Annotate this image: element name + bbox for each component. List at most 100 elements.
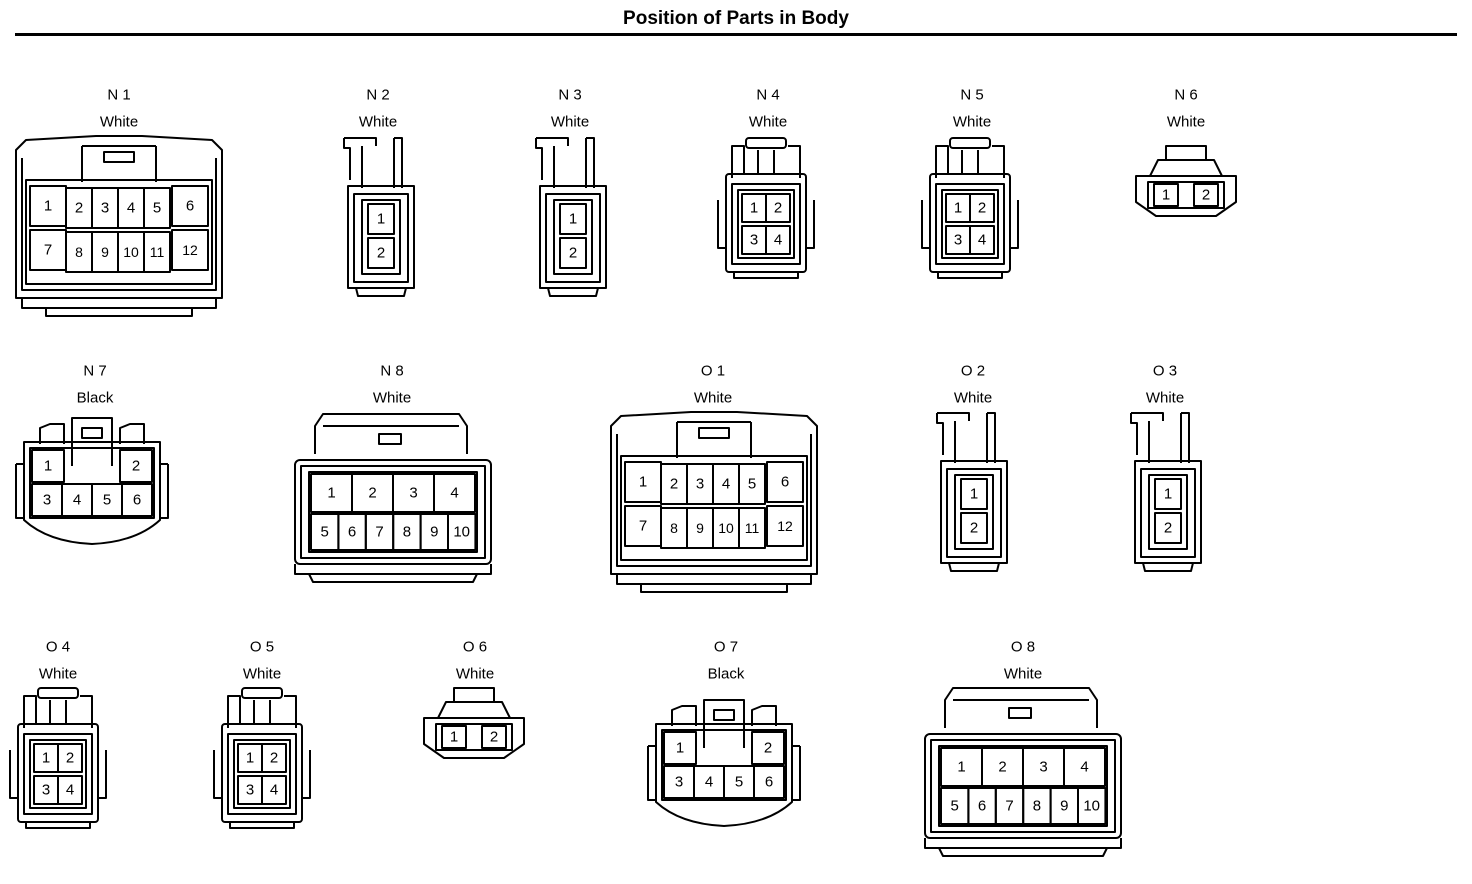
pin-number: 3 — [101, 200, 109, 217]
pin-number: 4 — [1080, 759, 1088, 776]
pin-number: 7 — [639, 518, 647, 535]
pin-number: 6 — [186, 198, 194, 215]
connector-color: White — [100, 114, 138, 131]
pin-number: 6 — [765, 774, 773, 791]
pin-number: 2 — [569, 245, 577, 262]
connector-color: White — [373, 390, 411, 407]
pin-number: 10 — [1083, 798, 1100, 815]
pin-number: 1 — [42, 750, 50, 767]
pin-number: 3 — [675, 774, 683, 791]
pin-number: 10 — [453, 524, 470, 541]
connector-color: White — [954, 390, 992, 407]
pin-number: 5 — [321, 524, 329, 541]
pin-number: 3 — [43, 492, 51, 509]
connector-id: O 6 — [463, 639, 487, 656]
pin-number: 2 — [377, 245, 385, 262]
pin-number: 2 — [66, 750, 74, 767]
pin-number: 4 — [73, 492, 81, 509]
pin-number: 4 — [270, 782, 278, 799]
connector-color: White — [749, 114, 787, 131]
connector-id: O 2 — [961, 363, 985, 380]
page-title: Position of Parts in Body — [623, 8, 849, 29]
connector-color: White — [1167, 114, 1205, 131]
pin-number: 11 — [150, 244, 165, 260]
pin-number: 2 — [132, 458, 140, 475]
connector-id: O 7 — [714, 639, 738, 656]
pin-number: 5 — [748, 476, 756, 493]
connector-id: O 3 — [1153, 363, 1177, 380]
connector-color: White — [39, 666, 77, 683]
connector-color: White — [1146, 390, 1184, 407]
pin-number: 2 — [1202, 187, 1210, 204]
pin-number: 7 — [44, 242, 52, 259]
connector-id: O 5 — [250, 639, 274, 656]
pin-number: 4 — [705, 774, 713, 791]
connector-color: Black — [77, 390, 114, 407]
pin-number: 1 — [957, 759, 965, 776]
pin-number: 10 — [718, 520, 734, 536]
pin-number: 10 — [123, 244, 139, 260]
pin-number: 1 — [954, 200, 962, 217]
pin-number: 3 — [42, 782, 50, 799]
pin-number: 1 — [377, 211, 385, 228]
pin-number: 2 — [1164, 520, 1172, 537]
pin-number: 1 — [676, 740, 684, 757]
connector-color: White — [1004, 666, 1042, 683]
pin-number: 1 — [44, 458, 52, 475]
pin-number: 1 — [970, 486, 978, 503]
pin-number: 5 — [103, 492, 111, 509]
pin-number: 4 — [978, 232, 986, 249]
connector-id: N 3 — [558, 87, 581, 104]
pin-number: 6 — [781, 474, 789, 491]
connector-color: White — [359, 114, 397, 131]
pin-number: 1 — [1162, 187, 1170, 204]
pin-number: 4 — [66, 782, 74, 799]
pin-number: 9 — [1060, 798, 1068, 815]
pin-number: 1 — [327, 485, 335, 502]
connector-color: White — [694, 390, 732, 407]
pin-number: 8 — [670, 520, 678, 536]
pin-number: 1 — [1164, 486, 1172, 503]
pin-number: 1 — [639, 474, 647, 491]
pin-number: 1 — [450, 729, 458, 746]
pin-number: 1 — [246, 750, 254, 767]
pin-number: 8 — [75, 244, 83, 260]
pin-number: 12 — [777, 518, 793, 534]
pin-number: 12 — [182, 242, 198, 258]
pin-number: 4 — [722, 476, 730, 493]
pin-number: 3 — [696, 476, 704, 493]
connector-id: N 5 — [960, 87, 983, 104]
connector-color: White — [456, 666, 494, 683]
pin-number: 4 — [127, 200, 135, 217]
pin-number: 8 — [1033, 798, 1041, 815]
connector-id: O 1 — [701, 363, 725, 380]
connector-color: Black — [708, 666, 745, 683]
pin-number: 8 — [403, 524, 411, 541]
pin-number: 9 — [430, 524, 438, 541]
connector-id: O 4 — [46, 639, 70, 656]
pin-number: 2 — [75, 200, 83, 217]
connector-o7: O 7 Black 1 2 3 4 5 6 — [647, 639, 801, 827]
pin-number: 5 — [735, 774, 743, 791]
pin-number: 6 — [133, 492, 141, 509]
connector-color: White — [953, 114, 991, 131]
connector-id: N 8 — [380, 363, 403, 380]
pin-number: 2 — [998, 759, 1006, 776]
pin-number: 1 — [44, 198, 52, 215]
pin-number: 2 — [774, 200, 782, 217]
pin-number: 9 — [101, 244, 109, 260]
pin-number: 7 — [1005, 798, 1013, 815]
connector-o3: O 3 White 1 2 — [1130, 363, 1202, 572]
pin-number: 1 — [750, 200, 758, 217]
pin-number: 2 — [764, 740, 772, 757]
connector-color: White — [243, 666, 281, 683]
pin-number: 11 — [745, 520, 760, 536]
